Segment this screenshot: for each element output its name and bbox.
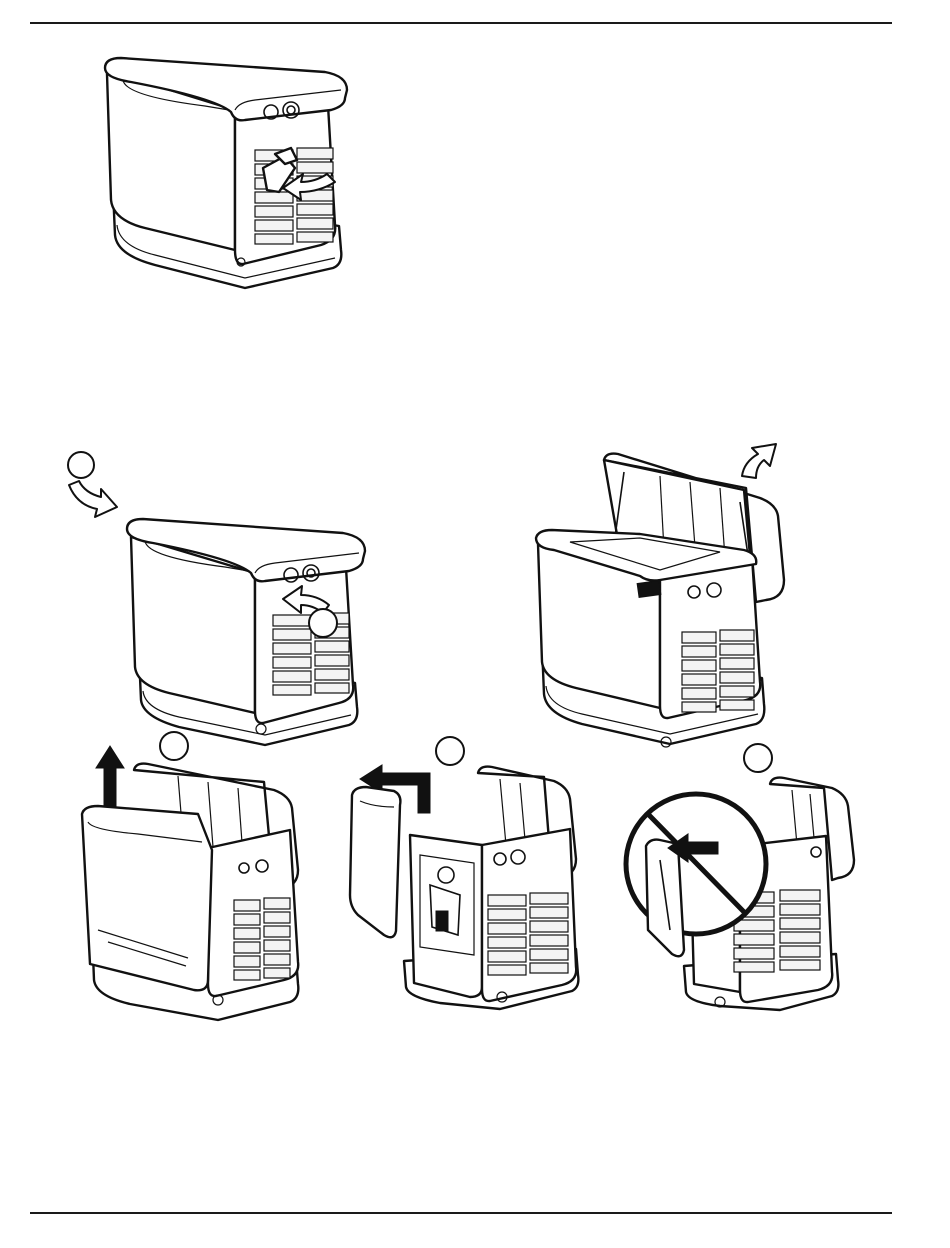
figure-step-prohibited (620, 740, 870, 1010)
callout-circle-icon (68, 452, 94, 478)
figure-step-remove-side-panel (78, 730, 318, 1020)
figure-step-press-lock (55, 445, 375, 750)
callout-circle-icon (160, 732, 188, 760)
top-rule (30, 22, 892, 24)
figure-step-remove-front-panel (340, 735, 600, 1007)
figure-step-lift-lid (530, 432, 800, 757)
figure-generator-lock-access (95, 50, 365, 300)
curved-down-arrow-icon (69, 481, 117, 517)
curved-up-arrow-icon (742, 444, 776, 478)
up-arrow-icon (96, 746, 124, 810)
callout-circle-icon (744, 744, 772, 772)
callout-circle-icon (436, 737, 464, 765)
bottom-rule (30, 1212, 892, 1214)
callout-circle-icon (309, 609, 337, 637)
